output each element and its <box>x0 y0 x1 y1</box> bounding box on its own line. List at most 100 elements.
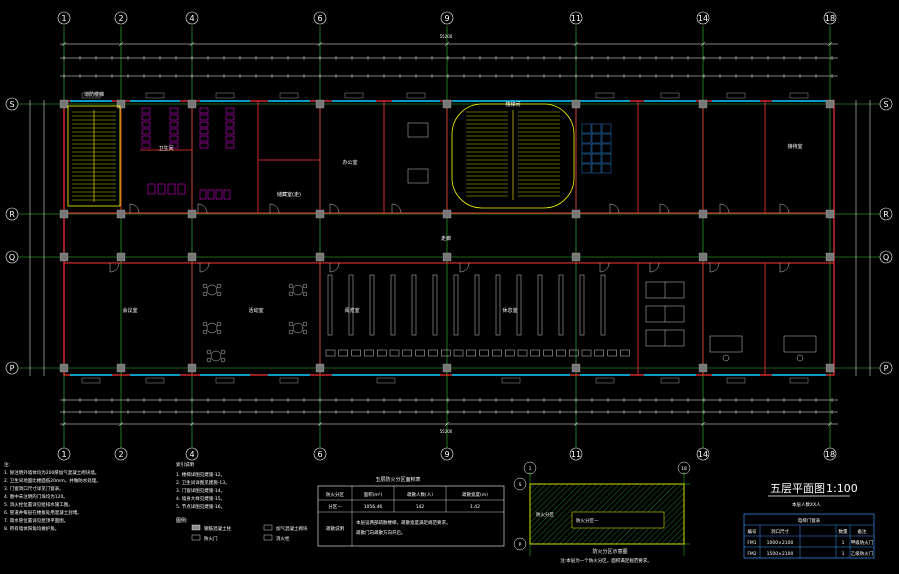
window-tag <box>789 92 809 99</box>
room-label: 阅览室 <box>344 307 359 314</box>
window-tag <box>595 377 615 384</box>
window-tag <box>726 92 746 99</box>
door-swing <box>709 262 720 273</box>
toilet-stall <box>199 114 209 121</box>
storage-cabinet <box>601 123 612 134</box>
chair <box>302 291 308 297</box>
index-line: 3. 门窗详图见建施-14。 <box>176 487 225 494</box>
dim-tick <box>61 41 67 47</box>
dim-tick <box>573 421 579 427</box>
column <box>571 363 581 373</box>
bookshelf <box>516 274 522 336</box>
storage-cabinet <box>581 123 592 134</box>
drawing-subtitle: 本层人数XX人 <box>792 501 821 508</box>
reading-seat <box>492 349 502 357</box>
area-table-cell: 1056.46 <box>364 504 383 510</box>
window-tag <box>81 92 101 99</box>
reading-seat <box>441 349 451 357</box>
window-tag <box>660 377 680 384</box>
axis-label-row-right: Q <box>883 253 889 262</box>
reading-seat <box>594 349 604 357</box>
column <box>187 252 197 262</box>
chair <box>202 329 208 335</box>
door-schedule-header: 洞口尺寸 <box>771 528 789 535</box>
room-label: 接待室 <box>787 143 802 150</box>
axis-bubble-right <box>879 97 893 111</box>
axis-label-col-bottom: 9 <box>444 450 449 459</box>
chair <box>302 329 308 335</box>
axis-bubble-top <box>569 11 583 25</box>
fire-axis-18: 18 <box>681 466 687 472</box>
legend-item: 消火栓 <box>276 535 290 542</box>
room-label: 楼梯间 <box>505 101 520 108</box>
general-notes: 注: 1. 除注明外墙体均为200厚加气混凝土砌块墙。2. 卫生间地面比楼面低2… <box>4 461 308 542</box>
storage-cabinet <box>591 153 602 164</box>
dim-tick <box>573 41 579 47</box>
axis-bubble-bottom <box>823 447 837 461</box>
room-label: 会议室 <box>122 307 137 314</box>
toilet-stall <box>199 189 207 200</box>
drawing-scale: 1:100 <box>826 482 858 495</box>
axis-label-col-bottom: 14 <box>698 450 708 459</box>
storage-cabinet <box>591 133 602 144</box>
axis-label-row-right: P <box>884 364 889 373</box>
chair <box>288 329 294 335</box>
toilet-fixtures <box>141 107 235 200</box>
toilet-stall <box>169 128 179 135</box>
column <box>116 363 126 373</box>
fire-diagram-title: 防火分区示意图 <box>592 548 627 555</box>
chair <box>796 354 804 362</box>
structural-columns <box>59 99 835 373</box>
dim-tick <box>444 41 450 47</box>
fire-axis-p: P <box>519 542 522 548</box>
area-table-cell: 142 <box>416 504 425 510</box>
bookshelf <box>453 274 459 336</box>
door-schedule-cell: FM2 <box>747 551 756 557</box>
window-tag <box>145 92 165 99</box>
door-swings <box>109 203 790 273</box>
fire-axis-1: 1 <box>529 466 532 472</box>
toilet-stall <box>141 114 151 121</box>
chair <box>216 329 222 335</box>
toilet-stall <box>141 135 151 142</box>
axis-bubble-right <box>879 207 893 221</box>
column <box>187 363 197 373</box>
fire-label-b: 防火分区一 <box>576 517 599 524</box>
dim-tick <box>189 421 195 427</box>
storage-cabinet <box>601 143 612 154</box>
reading-seat <box>466 349 476 357</box>
door-swing <box>197 203 208 214</box>
column <box>116 99 126 109</box>
toilet-stall <box>169 107 179 114</box>
door-schedule-title: 电梯门窗表 <box>798 517 821 524</box>
window-tag <box>595 92 615 99</box>
desk <box>783 335 817 353</box>
window-tags <box>81 92 809 384</box>
window-tag <box>279 92 299 99</box>
toilet-stall <box>141 121 151 128</box>
axis-bubble-top <box>185 11 199 25</box>
toilet-stall <box>169 114 179 121</box>
axis-label-col-bottom: 11 <box>571 450 581 459</box>
toilet-stall <box>225 142 235 149</box>
stair-west <box>67 105 121 207</box>
round-table <box>206 322 218 334</box>
axis-label-col-top: 11 <box>571 14 581 23</box>
room-label: 储藏室(走) <box>277 191 301 198</box>
axis-label-col-bottom: 1 <box>61 450 66 459</box>
column <box>59 209 69 219</box>
window-tag <box>501 377 521 384</box>
axis-label-col-top: 6 <box>317 14 322 23</box>
toilet-stall <box>225 114 235 121</box>
door-schedule-cell: 1500×2100 <box>767 551 794 557</box>
reading-seat <box>620 349 630 357</box>
round-table <box>210 350 222 362</box>
dim-tick <box>61 421 67 427</box>
total-dimension-bottom: 55200 <box>440 429 453 434</box>
axis-bubble-top <box>313 11 327 25</box>
toilet-stall <box>207 189 215 200</box>
column <box>571 99 581 109</box>
axis-bubble-bottom <box>696 447 710 461</box>
column <box>825 99 835 109</box>
